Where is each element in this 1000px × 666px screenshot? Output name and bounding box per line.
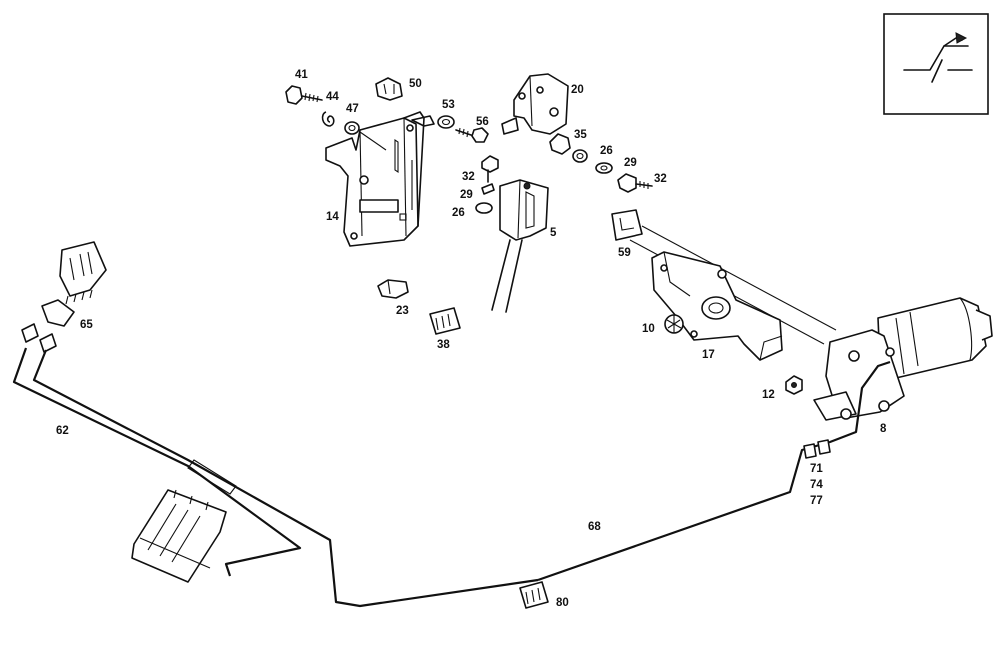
nut-35 (549, 133, 588, 163)
linkage-rod (641, 225, 837, 331)
label-29-right: 29 (624, 157, 637, 169)
washer-26 (595, 162, 613, 174)
label-14: 14 (326, 211, 339, 223)
bracket-17 (651, 251, 783, 361)
label-29-left: 29 (460, 189, 473, 201)
bolt-41 (285, 85, 323, 105)
label-59: 59 (618, 247, 631, 259)
label-38: 38 (437, 339, 450, 351)
switch-5 (491, 179, 549, 313)
label-50: 50 (409, 78, 422, 90)
connector-38 (429, 307, 461, 335)
label-44: 44 (326, 91, 339, 103)
plug-65 (21, 299, 75, 353)
washer-47 (344, 121, 360, 135)
nut-10 (664, 314, 684, 334)
washer-44 (321, 111, 335, 127)
label-47: 47 (346, 103, 359, 115)
washer-29 (481, 183, 495, 195)
label-12: 12 (762, 389, 775, 401)
label-77: 77 (810, 495, 823, 507)
wiring-harness (12, 347, 891, 608)
label-8: 8 (880, 423, 887, 435)
leader-line (359, 131, 387, 151)
wiper-symbol-icon (883, 13, 989, 115)
bracket-20 (501, 73, 569, 135)
label-74: 74 (810, 479, 823, 491)
label-32-right: 32 (654, 173, 667, 185)
label-26-right: 26 (600, 145, 613, 157)
part-labels: 41 44 47 50 53 56 20 35 26 29 32 32 29 2… (56, 69, 887, 609)
label-53: 53 (442, 99, 455, 111)
control-module (131, 489, 227, 583)
label-20: 20 (571, 84, 584, 96)
washer-53 (437, 115, 455, 129)
label-17: 17 (702, 349, 715, 361)
bolt-32-left (481, 155, 499, 183)
label-32-left: 32 (462, 171, 475, 183)
label-5: 5 (550, 227, 557, 239)
label-26-left: 26 (452, 207, 465, 219)
bolt-32-right (617, 173, 653, 193)
clip-59 (611, 209, 643, 241)
label-80: 80 (556, 597, 569, 609)
clip-23 (377, 279, 409, 299)
washer-26-left (475, 202, 493, 214)
label-10: 10 (642, 323, 655, 335)
bracket-plate-14 (325, 111, 425, 247)
label-35: 35 (574, 129, 587, 141)
label-68: 68 (588, 521, 601, 533)
label-41: 41 (295, 69, 308, 81)
label-71: 71 (810, 463, 823, 475)
label-23: 23 (396, 305, 409, 317)
wiper-motor-8 (813, 297, 993, 421)
clip-50 (375, 77, 403, 101)
screw-56 (455, 127, 489, 143)
label-62: 62 (56, 425, 69, 437)
relay-module (59, 241, 107, 305)
label-65: 65 (80, 319, 93, 331)
label-56: 56 (476, 116, 489, 128)
screw-12 (785, 375, 803, 395)
connector-80 (519, 581, 549, 609)
rod-end (411, 115, 435, 127)
